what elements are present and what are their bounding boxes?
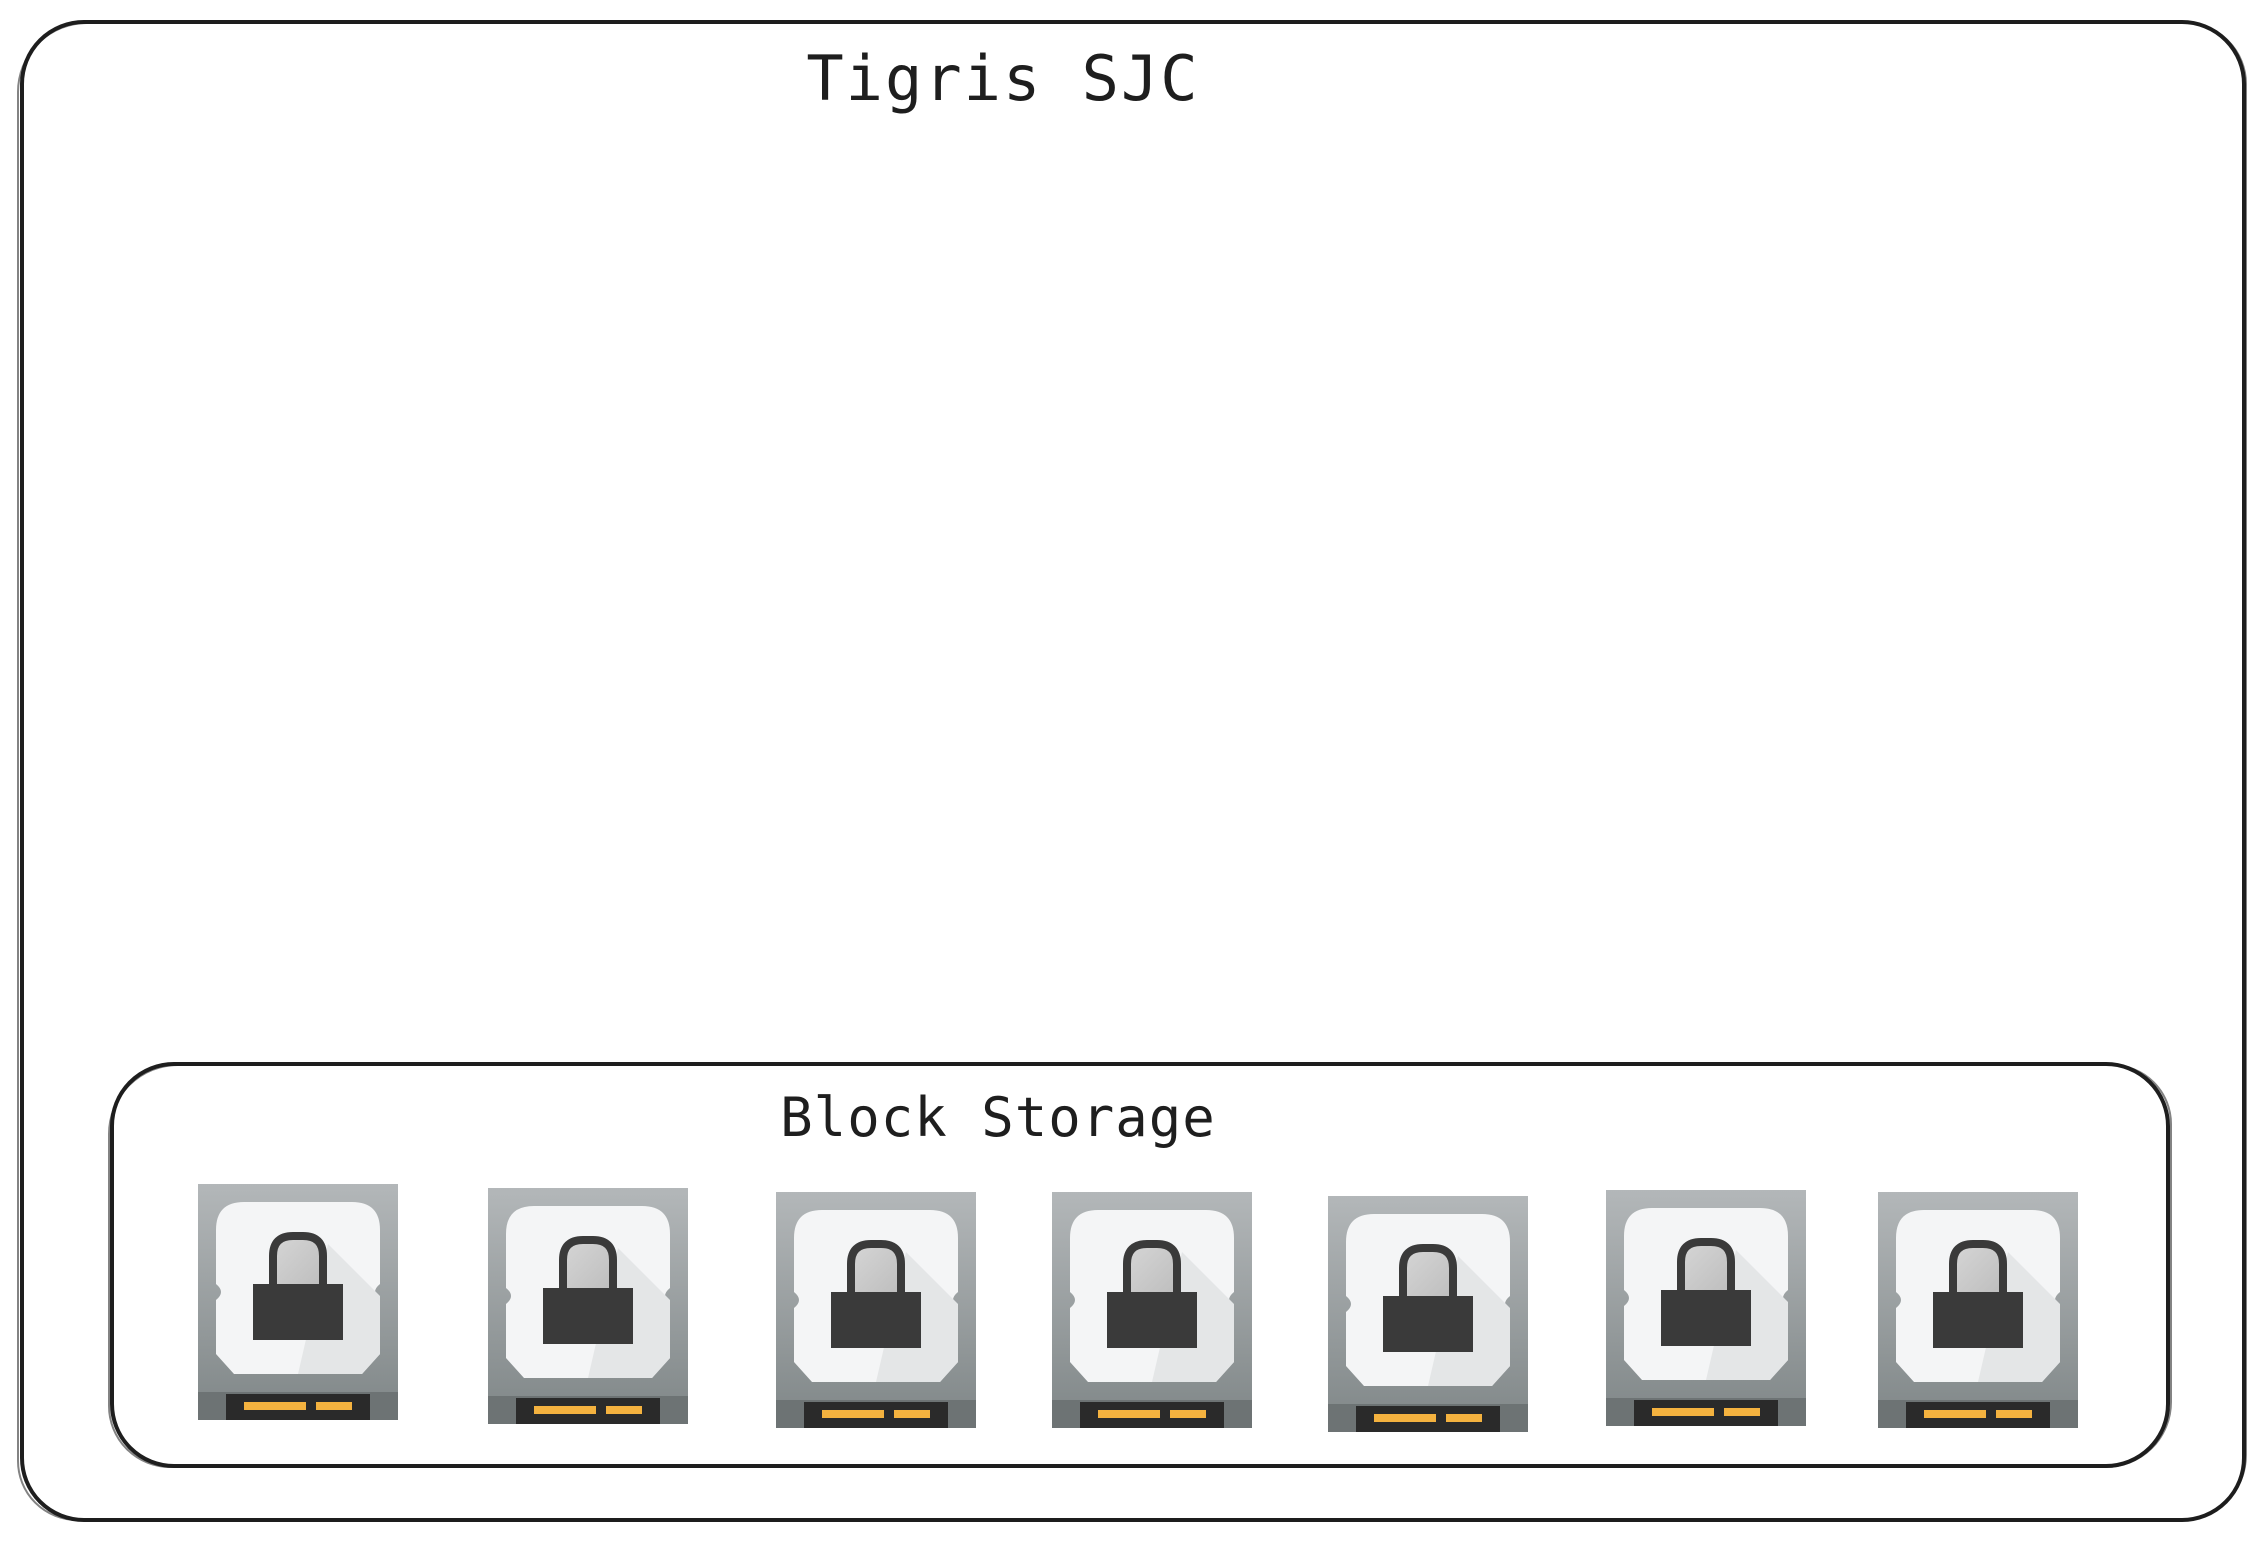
- block-storage-title: Block Storage: [780, 1086, 1216, 1149]
- locked-drive-icon: [776, 1192, 976, 1428]
- locked-drive-icon: [1328, 1196, 1528, 1432]
- locked-drive-icon: [198, 1184, 398, 1420]
- locked-drive-icon: [488, 1188, 688, 1424]
- locked-drive-icon: [1052, 1192, 1252, 1428]
- locked-drive-icon: [1606, 1190, 1806, 1426]
- locked-drive-icon: [1878, 1192, 2078, 1428]
- region-title: Tigris SJC: [806, 42, 1200, 115]
